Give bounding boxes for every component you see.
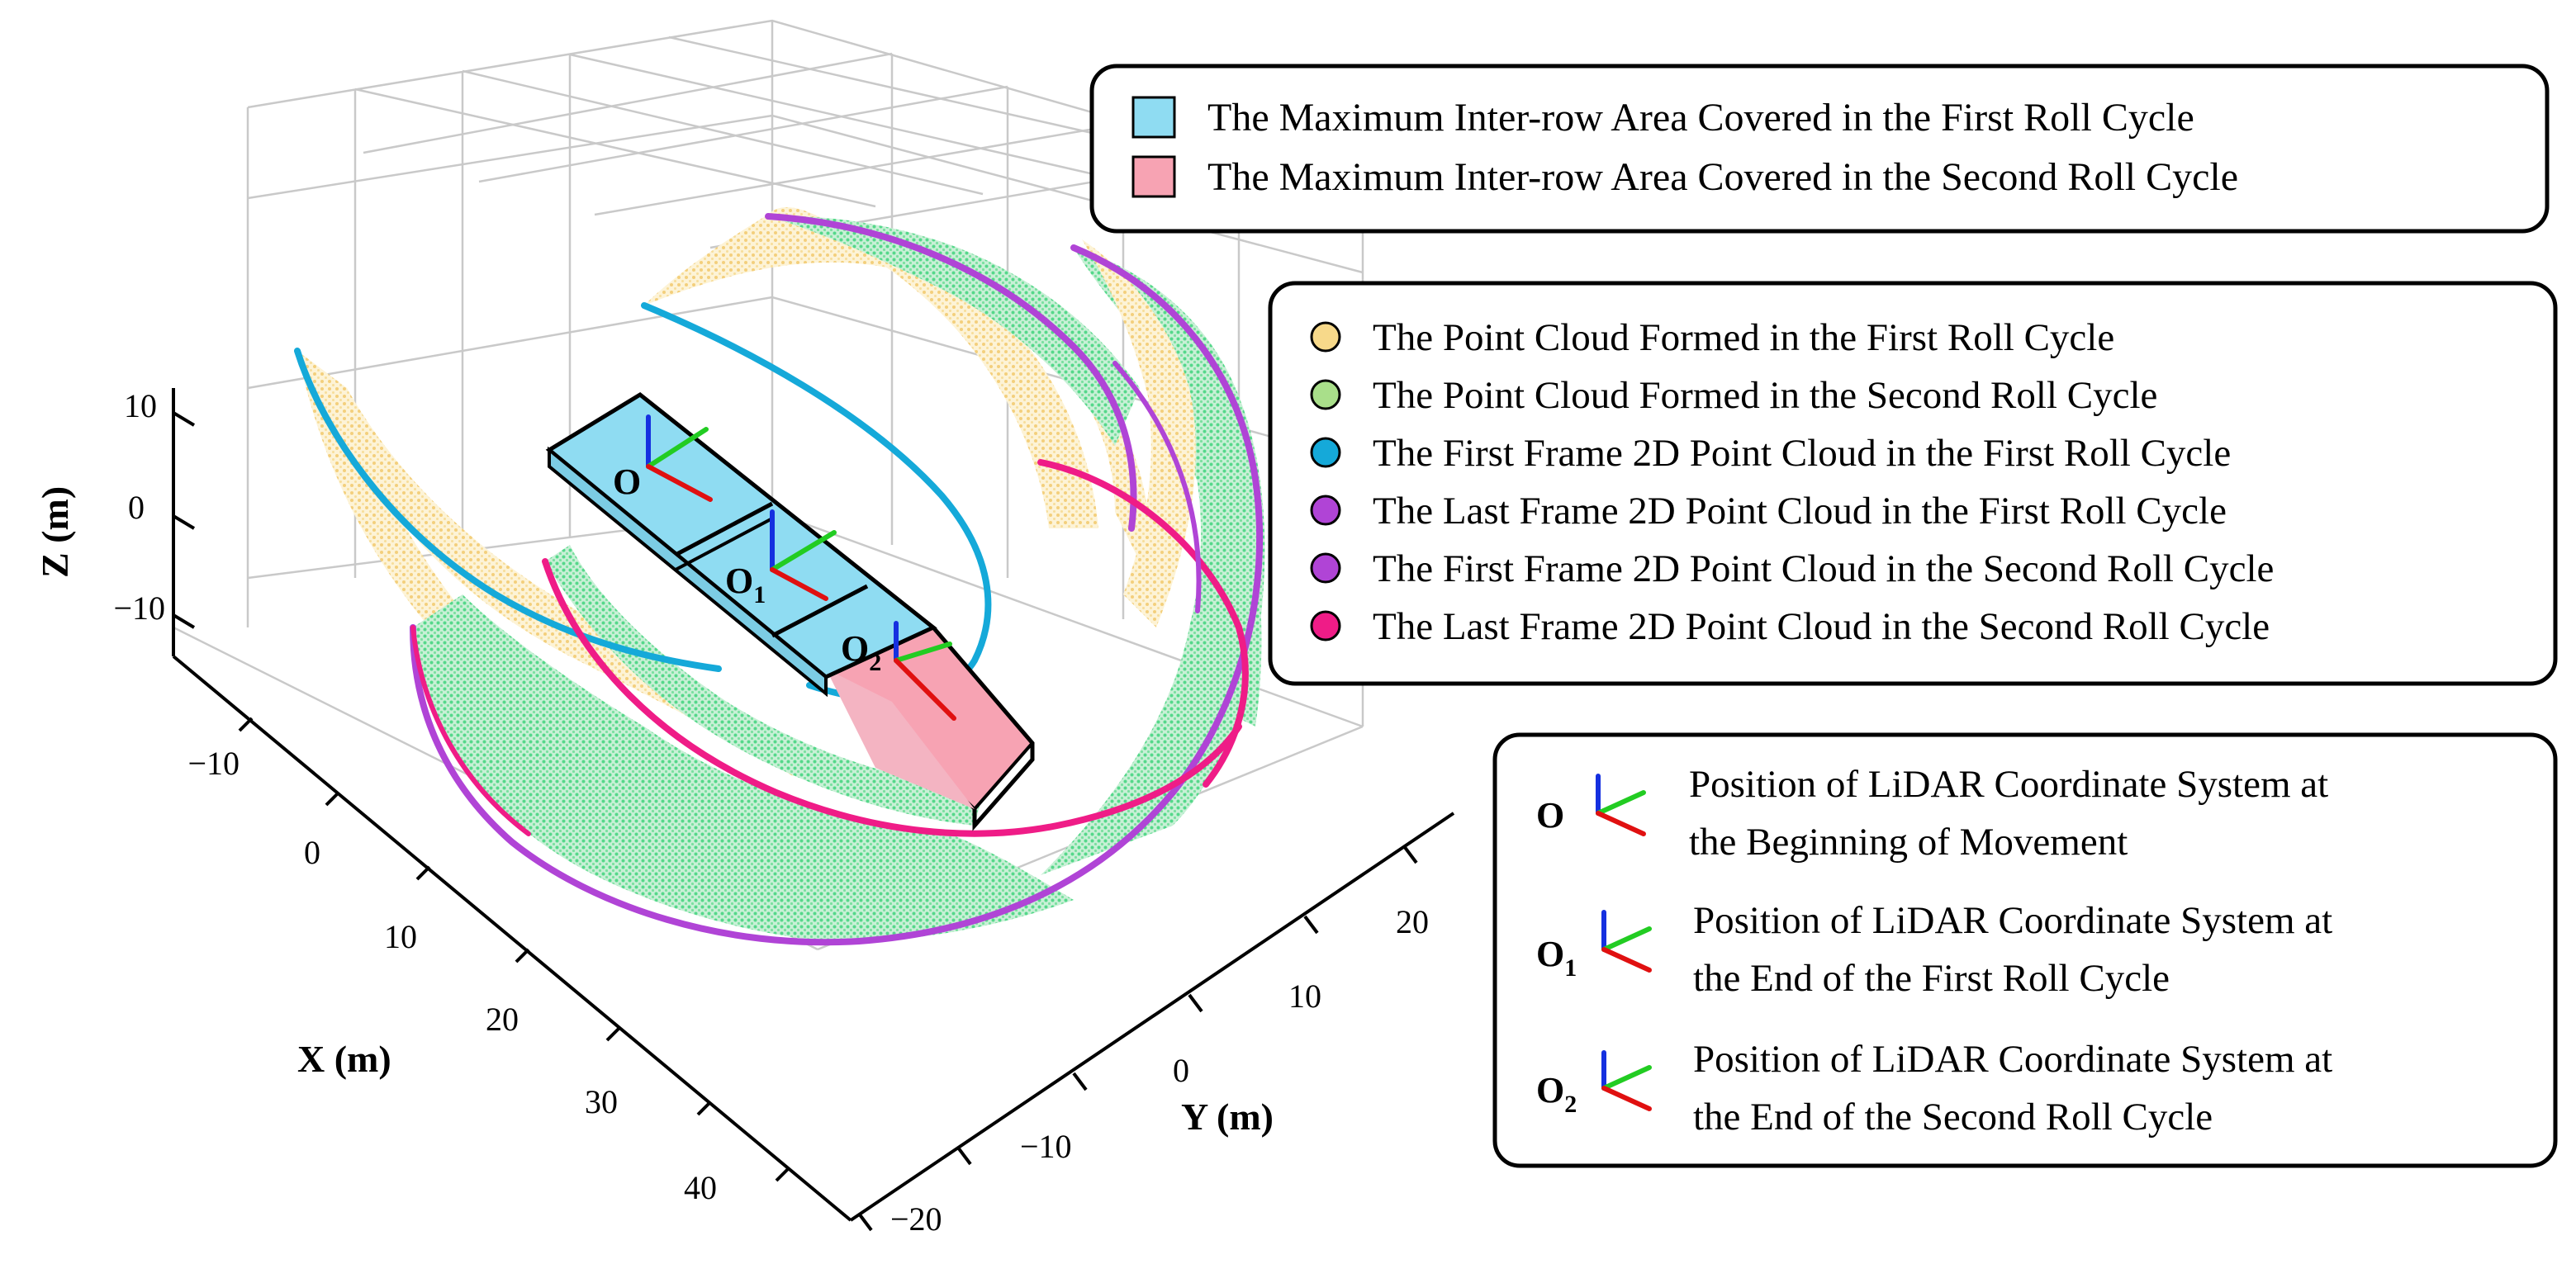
y-ticks (857, 845, 1418, 1232)
legend-frame-o1-line2: the End of the First Roll Cycle (1693, 957, 2170, 1000)
legend-cloud-second-label: The Point Cloud Formed in the Second Rol… (1373, 374, 2157, 417)
legend-areas: The Maximum Inter-row Area Covered in th… (1089, 64, 2550, 234)
z-tick-10: 10 (124, 387, 157, 424)
legend-frame-o-symbol: O (1536, 795, 1564, 836)
legend-frame-o1-line1: Position of LiDAR Coordinate System at (1693, 899, 2332, 942)
legend-clouds-box (1268, 281, 2558, 686)
purple-last-frame-top (765, 213, 1137, 532)
y-tick-neg20: −20 (890, 1200, 942, 1238)
y-tick-0: 0 (1173, 1052, 1189, 1089)
legend-dot-first-frame-first (1310, 437, 1341, 468)
legend-first-frame-first-label: The First Frame 2D Point Cloud in the Fi… (1373, 432, 2231, 475)
y-tick-10: 10 (1288, 978, 1321, 1015)
legend-frame-o2-symbol: O2 (1536, 1070, 1577, 1118)
frame-o2-icon (894, 621, 956, 721)
legend-clouds: The Point Cloud Formed in the First Roll… (1268, 281, 2558, 686)
legend-dot-cloud-second (1310, 379, 1341, 410)
z-axis: Z (m) 10 0 −10 (34, 387, 165, 627)
legend-frame-o-icon (1596, 774, 1646, 836)
legend-first-frame-second-label: The First Frame 2D Point Cloud in the Se… (1373, 547, 2274, 590)
coordinate-frames (646, 414, 956, 721)
area-divider-1 (674, 501, 774, 557)
legend-frames-box (1492, 732, 2558, 1168)
area-divider-2 (771, 584, 869, 638)
z-axis-label: Z (m) (34, 486, 76, 578)
green-cloud-right-wall (1041, 248, 1265, 875)
magenta-left-edge (410, 625, 531, 836)
legend-frame-o2-line2: the End of the Second Roll Cycle (1693, 1096, 2213, 1139)
legend-frame-o2-line1: Position of LiDAR Coordinate System at (1693, 1038, 2332, 1081)
legend-frame-o2-icon (1601, 1050, 1652, 1111)
legend-frame-o-line2: the Beginning of Movement (1689, 821, 2128, 864)
y-axis: 20 10 0 −10 −20 Y (m) (890, 903, 1429, 1238)
purple-first-frame-second (410, 244, 1264, 946)
blue-area-side (548, 446, 828, 698)
y-tick-20: 20 (1396, 903, 1429, 940)
origin-label-o2: O2 (841, 628, 881, 676)
legend-areas-box (1089, 64, 2550, 234)
pink-area-lower (826, 669, 975, 809)
green-cloud-lower (413, 594, 1074, 942)
legend-cloud-first-label: The Point Cloud Formed in the First Roll… (1373, 316, 2114, 359)
pink-area-frame (932, 626, 1035, 831)
magenta-last-frame-lower (542, 558, 1242, 837)
area-divider-3 (675, 517, 773, 571)
cyan-first-frame-edge (294, 348, 722, 672)
origin-label-o: O (613, 462, 641, 502)
purple-right-edge (1112, 361, 1202, 613)
x-axis-line (172, 655, 852, 1222)
legend-frame-o1-icon (1601, 910, 1652, 973)
x-axis: −10 0 10 20 30 40 X (m) (187, 745, 717, 1206)
yellow-cloud-left-outer (297, 351, 463, 627)
legend-frame-o-line1: Position of LiDAR Coordinate System at (1689, 763, 2328, 806)
legend-swatch-area-first (1131, 96, 1176, 139)
origin-label-o1: O1 (725, 561, 766, 608)
legend-swatch-area-second (1131, 155, 1176, 198)
x-tick-20: 20 (486, 1001, 519, 1038)
y-axis-label: Y (m) (1181, 1096, 1274, 1138)
y-axis-line (849, 812, 1455, 1222)
z-tick-neg10: −10 (113, 589, 165, 627)
legend-dot-last-frame-second (1310, 610, 1341, 641)
x-tick-30: 30 (585, 1083, 618, 1120)
x-tick-0: 0 (304, 834, 320, 871)
y-tick-neg10: −10 (1020, 1128, 1072, 1165)
green-cloud-inner (545, 545, 983, 826)
green-cloud-far-right (1156, 396, 1262, 727)
x-tick-40: 40 (684, 1169, 717, 1206)
frame-o-icon (646, 414, 713, 502)
legend-dot-first-frame-second (1310, 552, 1341, 584)
legend-area-second-label: The Maximum Inter-row Area Covered in th… (1207, 155, 2238, 199)
yellow-cloud-right-band (1082, 239, 1196, 627)
legend-dot-last-frame-first (1310, 495, 1341, 526)
frame-o1-icon (770, 509, 837, 601)
z-tick-0: 0 (128, 489, 145, 526)
magenta-last-frame-right (1037, 459, 1249, 788)
legend-frames: O Position of LiDAR Coordinate System at… (1492, 732, 2558, 1168)
z-ticks (172, 411, 196, 629)
legend-frame-o1-symbol: O1 (1536, 934, 1577, 982)
x-ticks (238, 717, 790, 1182)
x-tick-10: 10 (384, 918, 417, 955)
frame-edges (294, 213, 1264, 946)
legend-dot-cloud-first (1310, 321, 1341, 353)
robot-areas (545, 391, 1035, 831)
axis-lines (172, 388, 1455, 1232)
legend-last-frame-first-label: The Last Frame 2D Point Cloud in the Fir… (1373, 490, 2227, 533)
x-tick-neg10: −10 (187, 745, 240, 782)
legend-area-first-label: The Maximum Inter-row Area Covered in th… (1207, 96, 2194, 140)
legend-last-frame-second-label: The Last Frame 2D Point Cloud in the Sec… (1373, 605, 2270, 648)
yellow-cloud-upper (644, 206, 908, 305)
x-axis-label: X (m) (297, 1038, 391, 1080)
